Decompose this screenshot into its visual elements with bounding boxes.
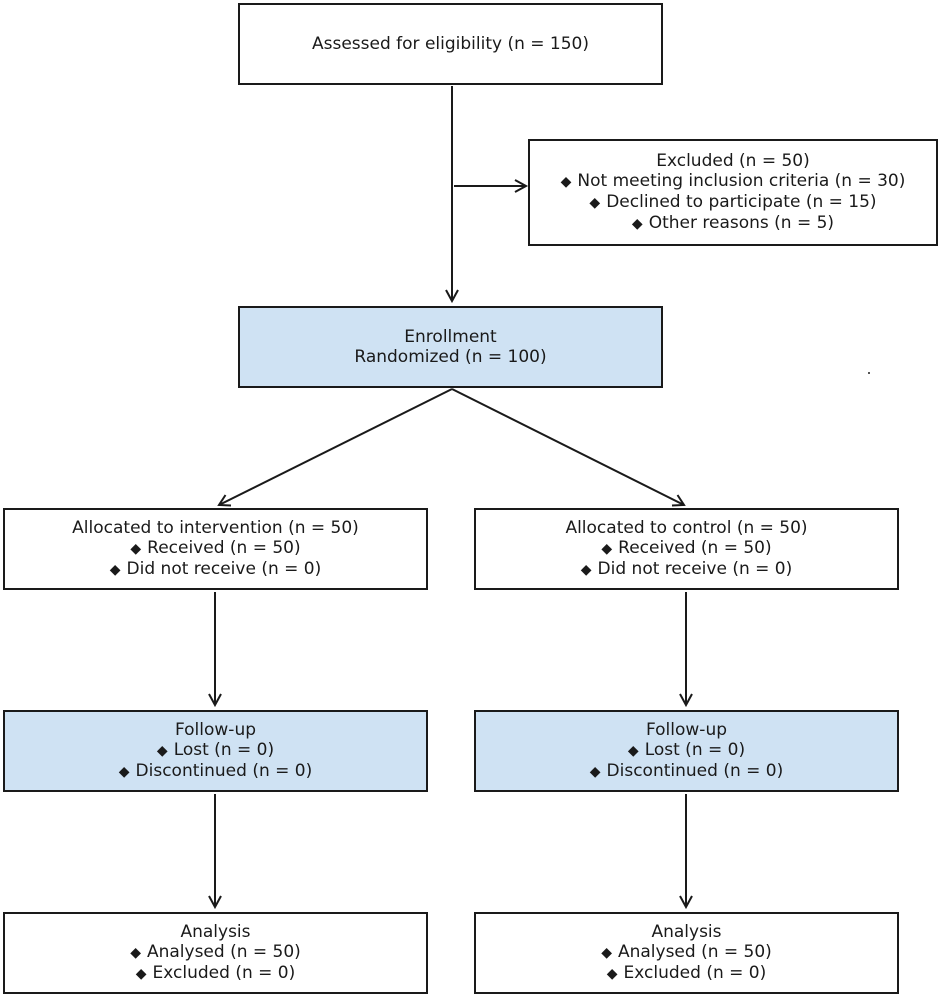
analysis-control-box: Analysis ◆ Analysed (n = 50) ◆ Excluded (n … xyxy=(474,912,899,994)
item-text: Lost (n = 0) xyxy=(644,740,746,760)
box-list-item: ◆ Discontinued (n = 0) xyxy=(119,761,312,782)
box-list-item: ◆ Other reasons (n = 5) xyxy=(632,213,834,234)
assessed-box: Assessed for eligibility (n = 150) xyxy=(238,3,663,85)
item-text: Other reasons (n = 5) xyxy=(648,213,835,233)
diamond-bullet-icon: ◆ xyxy=(580,562,592,578)
box-title: Assessed for eligibility (n = 150) xyxy=(312,34,589,54)
box-list-item: ◆ Analysed (n = 50) xyxy=(130,942,301,963)
item-text: Did not receive (n = 0) xyxy=(126,559,322,579)
diamond-bullet-icon: ◆ xyxy=(156,743,168,759)
item-text: Discontinued (n = 0) xyxy=(135,761,313,781)
analysis-intervention-box: Analysis ◆ Analysed (n = 50) ◆ Excluded (n … xyxy=(3,912,428,994)
allocation-control-box: Allocated to control (n = 50) ◆ Received … xyxy=(474,508,899,590)
box-title: Analysis xyxy=(651,922,722,942)
box-list-item: ◆ Received (n = 50) xyxy=(601,538,771,559)
followup-intervention-box: Follow-up ◆ Lost (n = 0) ◆ Discontinued (n … xyxy=(3,710,428,792)
box-list-item: ◆ Excluded (n = 0) xyxy=(136,963,295,984)
box-title: Excluded (n = 50) xyxy=(656,151,810,171)
diamond-bullet-icon: ◆ xyxy=(589,764,601,780)
diamond-bullet-icon: ◆ xyxy=(589,195,601,211)
item-text: Excluded (n = 0) xyxy=(623,963,767,983)
diamond-bullet-icon: ◆ xyxy=(606,966,618,982)
arrowhead xyxy=(217,494,232,507)
box-title: Follow-up xyxy=(645,720,728,740)
box-title: Enrollment xyxy=(404,327,497,347)
box-list-item: ◆ Not meeting inclusion criteria (n = 30) xyxy=(561,171,906,192)
box-list-item: ◆ Did not receive (n = 0) xyxy=(581,559,792,580)
diamond-bullet-icon: ◆ xyxy=(118,764,130,780)
arrow-enrollment-to-control xyxy=(451,388,685,506)
box-list-item: ◆ Excluded (n = 0) xyxy=(607,963,766,984)
box-title: Follow-up xyxy=(174,720,257,740)
item-text: Lost (n = 0) xyxy=(173,740,275,760)
item-text: Received (n = 50) xyxy=(618,538,772,558)
arrowhead xyxy=(671,494,686,507)
box-title: Allocated to intervention (n = 50) xyxy=(72,518,359,538)
diamond-bullet-icon: ◆ xyxy=(627,743,639,759)
box-list-item: ◆ Discontinued (n = 0) xyxy=(590,761,783,782)
diamond-bullet-icon: ◆ xyxy=(601,945,612,961)
item-text: Analysed (n = 50) xyxy=(617,942,772,962)
arrowhead xyxy=(514,179,529,193)
arrowhead xyxy=(208,693,222,708)
item-text: Discontinued (n = 0) xyxy=(606,761,784,781)
box-title: Analysis xyxy=(180,922,251,942)
allocation-intervention-box: Allocated to intervention (n = 50) ◆ Rece… xyxy=(3,508,428,590)
diamond-bullet-icon: ◆ xyxy=(130,945,141,961)
diamond-bullet-icon: ◆ xyxy=(109,562,121,578)
item-text: Did not receive (n = 0) xyxy=(597,559,793,579)
arrowhead xyxy=(445,289,459,304)
item-text: Not meeting inclusion criteria (n = 30) xyxy=(577,171,906,191)
arrowhead xyxy=(679,895,693,910)
box-list-item: ◆ Lost (n = 0) xyxy=(628,740,745,761)
diamond-bullet-icon: ◆ xyxy=(130,541,142,557)
item-text: Analysed (n = 50) xyxy=(146,942,301,962)
diamond-bullet-icon: ◆ xyxy=(601,541,613,557)
diamond-bullet-icon: ◆ xyxy=(560,174,572,190)
box-list-item: ◆ Lost (n = 0) xyxy=(157,740,274,761)
box-list-item: ◆ Received (n = 50) xyxy=(130,538,300,559)
item-text: Excluded (n = 0) xyxy=(152,963,296,983)
box-list-item: ◆ Analysed (n = 50) xyxy=(601,942,772,963)
arrow-enrollment-to-intervention xyxy=(218,388,453,506)
box-title: Allocated to control (n = 50) xyxy=(565,518,808,538)
item-text: Received (n = 50) xyxy=(147,538,301,558)
box-subtitle: Randomized (n = 100) xyxy=(354,347,547,367)
box-list-item: ◆ Did not receive (n = 0) xyxy=(110,559,321,580)
enrollment-box: Enrollment Randomized (n = 100) xyxy=(238,306,663,388)
excluded-box: Excluded (n = 50) ◆ Not meeting inclusion… xyxy=(528,139,938,246)
arrowhead xyxy=(208,895,222,910)
arrowhead xyxy=(679,693,693,708)
box-list-item: ◆ Declined to participate (n = 15) xyxy=(589,192,876,213)
followup-control-box: Follow-up ◆ Lost (n = 0) ◆ Discontinued (n … xyxy=(474,710,899,792)
item-text: Declined to participate (n = 15) xyxy=(606,192,877,212)
diamond-bullet-icon: ◆ xyxy=(631,216,643,232)
diamond-bullet-icon: ◆ xyxy=(135,966,147,982)
stray-dot xyxy=(868,372,870,374)
